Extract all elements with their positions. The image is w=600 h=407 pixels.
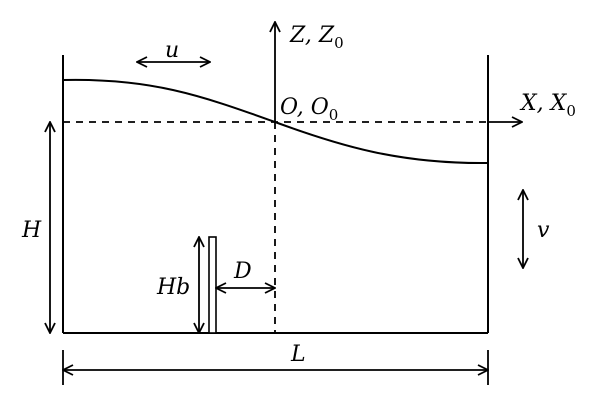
h-label: H [21, 218, 42, 243]
u-label: u [165, 38, 179, 63]
origin-label: O, O0 [280, 95, 338, 124]
l-label: L [290, 342, 306, 367]
baffle [208, 236, 217, 334]
d-label: D [233, 259, 252, 284]
hb-label: Hb [156, 275, 190, 300]
x-axis-label: X, X0 [519, 91, 576, 120]
z-axis-label: Z, Z0 [289, 23, 344, 52]
v-label: v [537, 218, 550, 243]
